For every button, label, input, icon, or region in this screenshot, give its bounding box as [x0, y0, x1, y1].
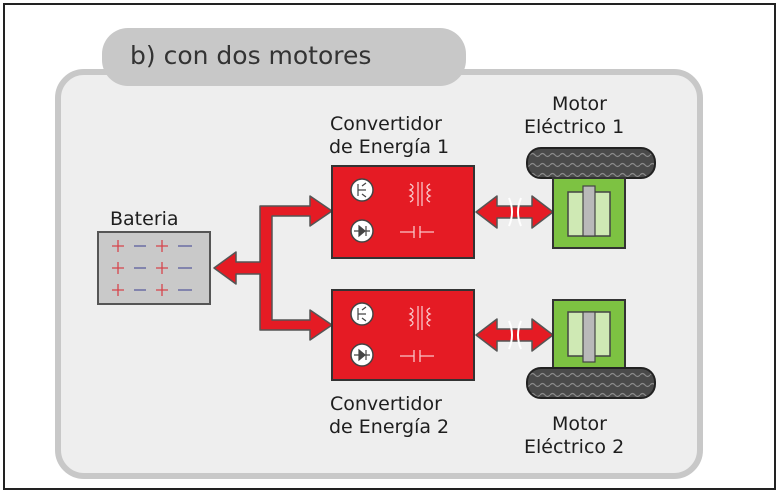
motor-2-label-line2: Eléctrico 2	[524, 436, 624, 458]
motor-2	[526, 299, 656, 399]
diode-icon	[350, 343, 374, 367]
battery	[97, 231, 211, 305]
transformer-icon	[408, 182, 432, 206]
panel-title-tab	[102, 28, 466, 86]
motor-2-label-line1: Motor	[552, 413, 607, 435]
converter-1-label-line1: Convertidor	[330, 113, 442, 135]
transistor-icon	[350, 178, 374, 202]
converter-1	[331, 165, 475, 259]
converter-1-label-line2: de Energía 1	[329, 136, 449, 158]
motor-1	[526, 147, 656, 249]
capacitor-icon	[400, 226, 434, 238]
branch-arrow	[213, 195, 333, 341]
wheel	[526, 367, 656, 399]
transformer-icon	[408, 306, 432, 330]
power-flow-arrows	[213, 195, 333, 341]
converter-2-label-line1: Convertidor	[330, 393, 442, 415]
converter-2	[331, 289, 475, 381]
motor-1-label-line2: Eléctrico 1	[524, 116, 624, 138]
panel-title: b) con dos motores	[130, 41, 371, 70]
diode-icon	[350, 219, 374, 243]
motor-1-label-line1: Motor	[552, 93, 607, 115]
battery-label: Bateria	[110, 208, 179, 230]
capacitor-icon	[400, 350, 434, 362]
transistor-icon	[350, 302, 374, 326]
battery-cell-grid	[112, 240, 192, 296]
converter-2-label-line2: de Energía 2	[329, 416, 449, 438]
wheel	[526, 147, 656, 179]
